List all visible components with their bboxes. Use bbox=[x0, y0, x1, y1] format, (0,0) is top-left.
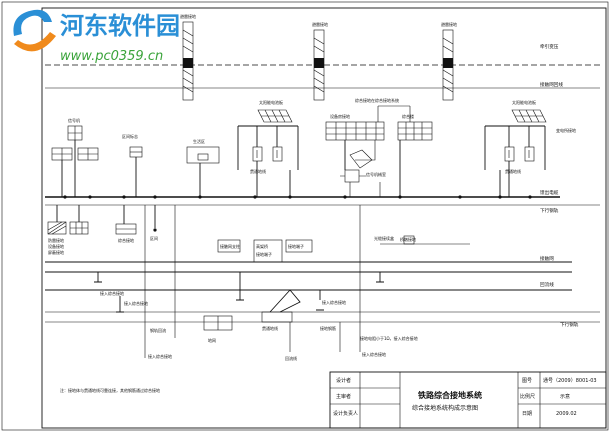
right-block-label: 变电所接地 bbox=[556, 127, 576, 133]
tb-sub-title: 综合接地系统构成示意图 bbox=[412, 404, 478, 412]
note-2-label: 高架桥 bbox=[256, 243, 268, 249]
note-1-label: 接触网支柱 bbox=[220, 243, 240, 249]
left-station: 信号机 bbox=[51, 117, 99, 197]
tb-col-a3: 日期 bbox=[522, 411, 532, 417]
ground-pit: 地网 钢轨回流 贯通地线 接地钢筋 bbox=[150, 315, 336, 343]
station-left-label: 信号机 bbox=[68, 117, 80, 123]
tb-col-a1: 图号 bbox=[522, 378, 532, 384]
left-bottom-group: 防雷接地 设备接地 屏蔽接地 综合接地 区间 bbox=[47, 205, 158, 255]
center-block-label: 综合接地在综合接地系统 bbox=[355, 97, 399, 103]
cable-box-label: 光缆接续盒 bbox=[374, 235, 394, 241]
second-line-label: 接触网回线 bbox=[540, 81, 563, 88]
gate-label: 钢轨回流 bbox=[150, 327, 166, 333]
center-block: 综合接地在综合接地系统 设备房接地 综合楼 信号机械室 bbox=[325, 97, 433, 197]
ground-pit-label: 地网 bbox=[208, 337, 216, 343]
rail-right-label: 下行钢轨 bbox=[540, 207, 559, 214]
tower-2-label: 避雷接地 bbox=[312, 21, 328, 27]
bottom-note-label: 接地电阻小于1Ω，接入综合接地 bbox=[360, 335, 418, 341]
pole-drops: 接入综合接地 接入综合接地 接入综合接地 bbox=[94, 271, 392, 313]
left-bottom-3: 屏蔽接地 bbox=[48, 249, 64, 255]
center-building-label: 信号机械室 bbox=[366, 171, 386, 177]
mid-note-label: 桥墩接地 bbox=[400, 236, 416, 242]
watermark: 河东软件园 www.pc0359.cn bbox=[13, 9, 180, 64]
station-tag-label: 区间标志 bbox=[122, 133, 138, 139]
bottom-label-2: 回流线 bbox=[285, 355, 297, 361]
center-sub-1: 设备房接地 bbox=[330, 113, 350, 119]
station-tag-icon: 区间标志 bbox=[122, 133, 143, 197]
track-2-label: 回流线 bbox=[540, 281, 554, 288]
tb-val-a3: 2009.02 bbox=[556, 411, 577, 417]
tower-1-label: 避雷接地 bbox=[180, 13, 196, 19]
building-1-label: 生活区 bbox=[193, 138, 205, 144]
title-block: 设计者 主审者 设计负责人 铁路综合接地系统 综合接地系统构成示意图 图号 比例… bbox=[329, 371, 607, 429]
mid-box-2-label: 贯通地线 bbox=[262, 325, 278, 331]
panel-left-sub: 贯通地线 bbox=[250, 168, 266, 174]
track-3-label: 下行钢轨 bbox=[560, 321, 579, 328]
building-1: 生活区 bbox=[186, 138, 220, 197]
tower-3-label: 避雷接地 bbox=[441, 21, 457, 27]
drawing-frame bbox=[41, 7, 607, 429]
bus-right-label: 馈出电缆 bbox=[540, 189, 559, 196]
mid-box-3-label: 接地钢筋 bbox=[320, 325, 336, 331]
tower-3: 避雷接地 bbox=[441, 21, 457, 101]
pantograph-icon bbox=[261, 289, 301, 323]
bottom-label-1: 接入综合接地 bbox=[148, 353, 172, 359]
watermark-name: 河东软件园 bbox=[60, 12, 180, 40]
tb-val-a2: 示意 bbox=[560, 393, 570, 400]
panel-left: 太阳能电池板 贯通地线 bbox=[237, 99, 299, 197]
panel-right-sub: 贯通地线 bbox=[505, 168, 521, 174]
note-3-label: 接地端子 bbox=[256, 251, 272, 257]
tb-row2-label: 主审者 bbox=[336, 393, 351, 400]
left-bottom-1: 防雷接地 bbox=[48, 237, 64, 243]
drop-1-label: 接入综合接地 bbox=[100, 290, 124, 296]
bottom-right-label: 接入综合接地 bbox=[362, 351, 386, 357]
watermark-url: www.pc0359.cn bbox=[60, 49, 163, 64]
tb-val-a1: 通号（2009）8001-03 bbox=[543, 377, 597, 384]
track-1-label: 接触网 bbox=[540, 255, 554, 262]
panel-right-label: 太阳能电池板 bbox=[512, 99, 536, 105]
tb-main-title: 铁路综合接地系统 bbox=[418, 390, 482, 400]
tower-1: 避雷接地 bbox=[180, 13, 196, 101]
mid-box-1-label: 接地端子 bbox=[288, 243, 304, 249]
tb-col-a2: 比例尺 bbox=[520, 393, 535, 400]
left-bottom-2: 设备接地 bbox=[48, 243, 64, 249]
panel-left-label: 太阳能电池板 bbox=[259, 99, 283, 105]
drop-3-label: 接入综合接地 bbox=[124, 300, 148, 306]
top-line-label: 牵引变压 bbox=[540, 43, 559, 50]
tower-2: 避雷接地 bbox=[312, 21, 328, 101]
drop-2-label: 接入综合接地 bbox=[322, 299, 346, 305]
left-bottom-tag: 区间 bbox=[150, 235, 158, 241]
left-bottom-box-label: 综合接地 bbox=[118, 237, 134, 243]
annotation-group: 接触网支柱 高架桥 接地端子 接地端子 bbox=[217, 239, 313, 263]
tb-row3-label: 设计负责人 bbox=[333, 410, 358, 417]
center-sub-2: 综合楼 bbox=[402, 113, 414, 119]
panel-right: 太阳能电池板 贯通地线 变电所接地 bbox=[484, 99, 576, 197]
footnote-label: 注：接地体与贯通地线可靠连接，其他钢筋通过综合接地 bbox=[60, 387, 160, 393]
tb-row1-label: 设计者 bbox=[336, 377, 351, 384]
